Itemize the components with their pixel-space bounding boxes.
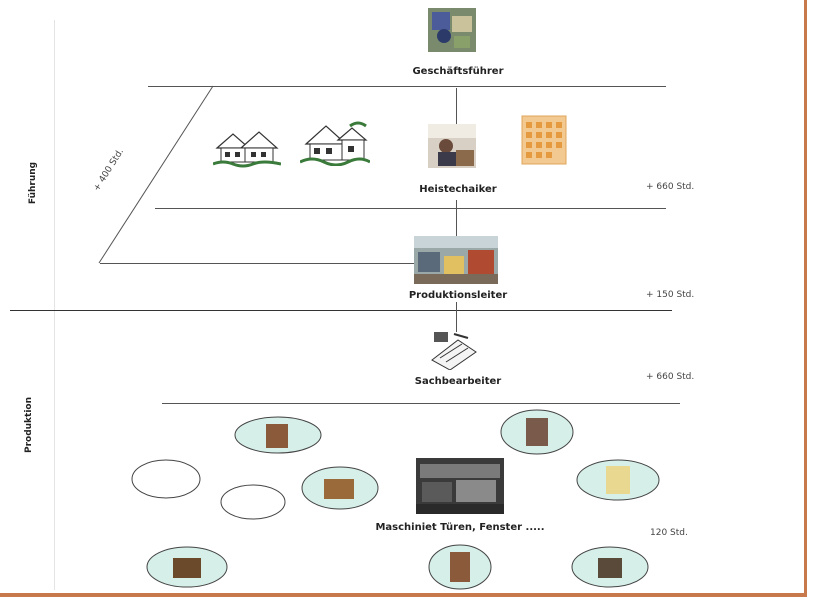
role-label-machine: Maschiniet Türen, Fenster ..... [375,522,545,533]
level-line-lower [100,263,420,264]
role-label-production-lead: Produktionsleiter [408,290,508,301]
frame-border-bottom [0,593,807,597]
house-illustration-2 [300,120,370,166]
calendar-icon [520,114,568,166]
production-photo [414,236,498,284]
ceo-photo [428,8,476,52]
ellipse-3 [131,459,201,499]
hours-clerk: + 660 Std. [646,372,695,382]
ellipse-9-photo [598,558,622,578]
manager-photo [428,124,476,168]
level-line-production [162,403,680,404]
diagonal-line [98,85,214,264]
frame-border-right [804,0,807,596]
ellipse-6-photo [606,466,630,494]
connector-manager-production [456,200,457,238]
side-rule [54,20,55,590]
hours-manager: + 660 Std. [646,182,695,192]
hours-production-lead: + 150 Std. [646,290,695,300]
ellipse-7-photo [173,558,201,578]
ellipse-4-photo [324,479,354,499]
role-label-clerk: Sachbearbeiter [414,376,502,387]
connector-ceo-manager [456,88,457,126]
role-label-manager: Heistechaiker [419,184,497,195]
level-line-middle [155,208,666,209]
clerk-illustration [428,330,478,370]
hours-machine: 120 Std. [650,528,688,538]
ellipse-1-photo [266,424,288,448]
house-illustration-1 [213,126,281,168]
level-line-top [148,86,666,87]
connector-production-clerk [456,302,457,332]
role-label-ceo: Geschäftsführer [412,66,504,77]
ellipse-2-photo [526,418,548,446]
machine-photo [416,458,504,514]
ellipse-8-photo [450,552,470,582]
ellipse-5 [220,484,286,520]
section-divider-line [10,310,672,311]
